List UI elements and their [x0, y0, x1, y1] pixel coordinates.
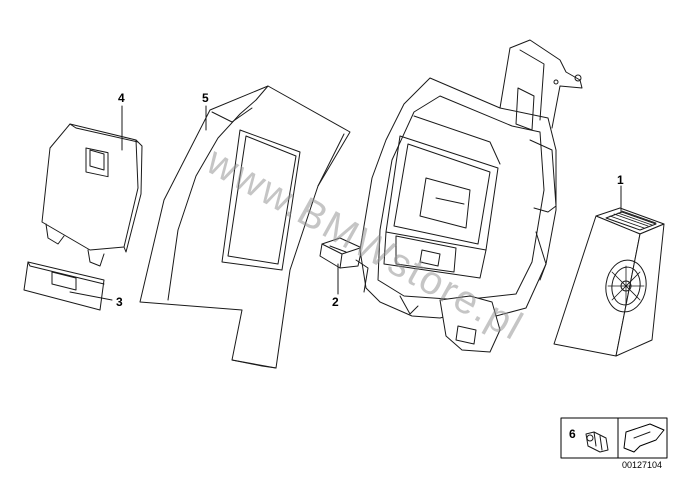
part-6-bulb [585, 431, 609, 453]
part-1-speaker-box [553, 207, 665, 357]
callout-6: 6 [569, 427, 576, 441]
document-number: 00127104 [622, 460, 663, 470]
leader-lines [69, 105, 622, 301]
callout-5: 5 [202, 91, 209, 105]
callout-4: 4 [118, 91, 125, 105]
center-housing-frame [355, 39, 583, 353]
leader-line-3 [69, 291, 113, 301]
callout-3: 3 [116, 295, 123, 309]
callout-2: 2 [332, 295, 339, 309]
part-2-clip [319, 237, 363, 269]
part-5-trim-panel [139, 85, 351, 369]
part-3-cap [23, 261, 105, 311]
arrow-icon [623, 423, 665, 453]
legend-box [560, 417, 668, 459]
callout-1: 1 [617, 173, 624, 187]
part-4-cover-panel [41, 123, 143, 267]
